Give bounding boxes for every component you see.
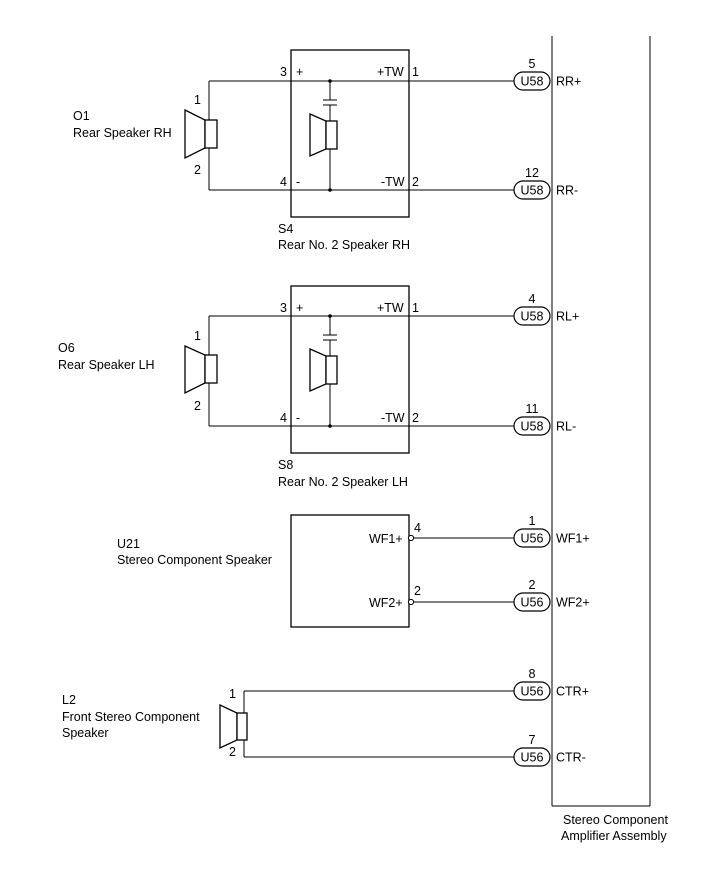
connector-pill <box>513 528 551 548</box>
s4-pin-in-pos: 3 <box>280 65 287 79</box>
s8-code: S8 <box>278 458 293 472</box>
connector-pill <box>513 306 551 326</box>
connector-id: U58 <box>521 420 544 434</box>
tweeter-icon <box>309 113 338 157</box>
rear-lh-pin-bottom: 2 <box>194 399 201 413</box>
connector-signal: RR- <box>556 184 578 198</box>
connector-signal: RL- <box>556 420 576 434</box>
connector-signal: RL+ <box>556 310 579 324</box>
l2-front-stereo-component-speaker: L2 Front Stereo Component Speaker 1 2 <box>62 687 248 759</box>
connector-signal: CTR- <box>556 751 586 765</box>
u21-name: Stereo Component Speaker <box>117 553 272 567</box>
amplifier-connector: U58 4RL+ <box>513 292 579 326</box>
connector-id: U58 <box>521 75 544 89</box>
s8-tw-neg: -TW <box>381 411 405 425</box>
connector-pin: 1 <box>529 514 536 528</box>
connector-signal: WF1+ <box>556 532 590 546</box>
l2-name-line1: Front Stereo Component <box>62 710 200 724</box>
rear-lh-speaker-name: Rear Speaker LH <box>58 358 155 372</box>
u21-term1: WF1+ <box>369 532 403 546</box>
amplifier-label-line1: Stereo Component <box>563 813 668 827</box>
s4-minus: - <box>296 175 300 189</box>
connector-id: U58 <box>521 184 544 198</box>
s8-pin-in-neg: 4 <box>280 411 287 425</box>
connector-id: U56 <box>521 596 544 610</box>
amplifier-assembly: Stereo Component Amplifier Assembly <box>551 36 668 843</box>
connector-pin: 8 <box>529 667 536 681</box>
s8-minus: - <box>296 411 300 425</box>
s4-code: S4 <box>278 222 293 236</box>
speaker-icon <box>184 108 218 160</box>
rear-speaker-rh: O1 Rear Speaker RH 1 2 <box>73 80 291 191</box>
rear-lh-pin-top: 1 <box>194 329 201 343</box>
connector-pill <box>513 592 551 612</box>
speaker-icon <box>184 344 218 395</box>
rear-rh-speaker-code: O1 <box>73 109 90 123</box>
connector-pill <box>513 681 551 701</box>
s4-pin-in-neg: 4 <box>280 175 287 189</box>
speaker-icon <box>219 703 248 750</box>
connector-id: U56 <box>521 685 544 699</box>
s4-pin-out-neg: 2 <box>412 175 419 189</box>
u21-pin2: 2 <box>414 584 421 598</box>
u21-code: U21 <box>117 537 140 551</box>
u21-term2: WF2+ <box>369 596 403 610</box>
l2-name-line2: Speaker <box>62 726 109 740</box>
s4-tw-neg: -TW <box>381 175 405 189</box>
connector-pill <box>513 180 551 200</box>
s8-pin-in-pos: 3 <box>280 301 287 315</box>
connector-pin: 5 <box>529 57 536 71</box>
s8-plus: + <box>296 301 303 315</box>
connector-pin: 2 <box>529 578 536 592</box>
connector-pin: 12 <box>525 166 539 180</box>
s8-tw-pos: +TW <box>377 301 404 315</box>
s4-pin-out-pos: 1 <box>412 65 419 79</box>
tweeter-icon <box>309 348 338 392</box>
amplifier-label-line2: Amplifier Assembly <box>561 829 667 843</box>
s4-tw-pos: +TW <box>377 65 404 79</box>
rear-rh-speaker-name: Rear Speaker RH <box>73 126 172 140</box>
s4-rear-no2-speaker-rh: 3 + +TW 1 4 - -TW 2 S4 Rear No. 2 Speake… <box>278 49 419 252</box>
connector-signal: RR+ <box>556 75 581 89</box>
rear-rh-pin-top: 1 <box>194 93 201 107</box>
amplifier-connector: U58 5RR+ <box>513 57 581 91</box>
s8-pin-out-neg: 2 <box>412 411 419 425</box>
s8-pin-out-pos: 1 <box>412 301 419 315</box>
s4-plus: + <box>296 65 303 79</box>
u21-stereo-component-speaker: U21 Stereo Component Speaker WF1+ WF2+ 4… <box>117 514 421 628</box>
l2-code: L2 <box>62 693 76 707</box>
connector-signal: WF2+ <box>556 596 590 610</box>
connector-signal: CTR+ <box>556 685 589 699</box>
connector-pin: 4 <box>529 292 536 306</box>
s8-name: Rear No. 2 Speaker LH <box>278 475 408 489</box>
l2-pin-bottom: 2 <box>229 745 236 759</box>
connector-pin: 7 <box>529 733 536 747</box>
rear-speaker-lh: O6 Rear Speaker LH 1 2 <box>58 315 291 427</box>
connector-id: U58 <box>521 310 544 324</box>
u21-pin1: 4 <box>414 521 421 535</box>
s4-name: Rear No. 2 Speaker RH <box>278 238 410 252</box>
amplifier-wires <box>244 80 514 758</box>
connector-id: U56 <box>521 532 544 546</box>
connector-pill <box>513 71 551 91</box>
s8-rear-no2-speaker-lh: 3 + +TW 1 4 - -TW 2 S8 Rear No. 2 Speake… <box>278 285 419 489</box>
rear-lh-speaker-code: O6 <box>58 341 75 355</box>
connector-pin: 11 <box>526 402 539 416</box>
connector-pill <box>513 747 551 767</box>
l2-pin-top: 1 <box>229 687 236 701</box>
amplifier-connectors: U585RR+U5812RR-U584RL+U5811RL-U561WF1+U5… <box>513 57 590 767</box>
rear-rh-pin-bottom: 2 <box>194 163 201 177</box>
connector-id: U56 <box>521 751 544 765</box>
connector-pill <box>513 416 551 436</box>
